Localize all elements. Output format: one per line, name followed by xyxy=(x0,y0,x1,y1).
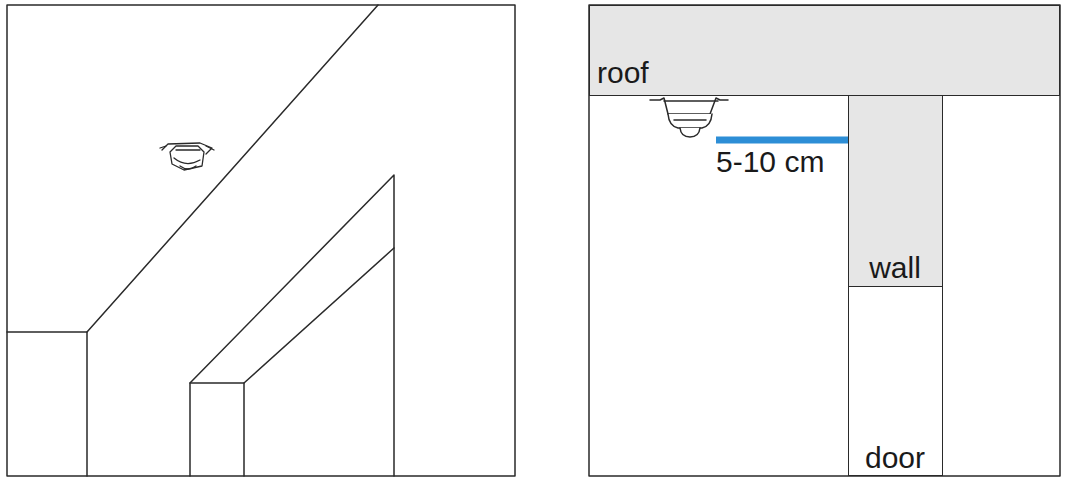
dimension-line xyxy=(716,137,848,144)
part-label: roof xyxy=(597,58,649,88)
detector-device xyxy=(160,143,214,170)
wall-band: wall xyxy=(848,95,943,287)
dimension-label: 5-10 cm xyxy=(716,147,824,177)
door-frame-inner xyxy=(244,248,394,476)
detector-device xyxy=(650,98,728,137)
wall-edge xyxy=(7,332,87,476)
door-frame xyxy=(190,175,394,476)
part-label: door xyxy=(865,443,925,473)
panel-frame xyxy=(589,5,1060,476)
door-frame-top xyxy=(190,382,244,384)
door-box: door xyxy=(848,286,943,476)
part-label: wall xyxy=(869,253,921,283)
ceiling-edge xyxy=(87,5,378,332)
panel-frame xyxy=(7,5,515,476)
roof-band: roof xyxy=(589,5,1060,96)
